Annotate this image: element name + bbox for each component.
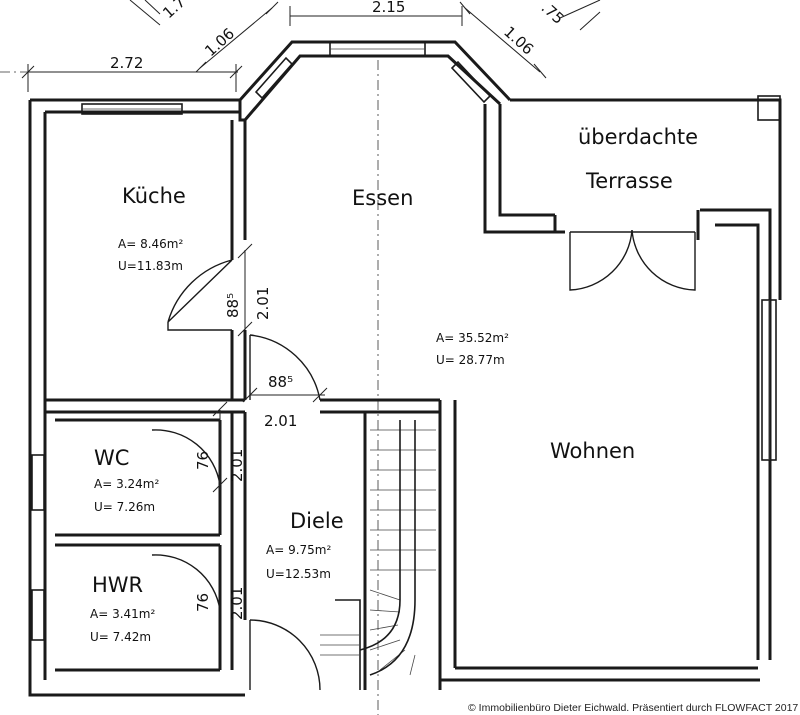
axis-lines (0, 60, 379, 715)
hwr-door-width-label: 76 (194, 593, 212, 612)
diele-door-width-label: 88⁵ (268, 373, 293, 391)
hwr-door-height-label: 2.01 (228, 587, 246, 620)
kueche-door-height-label: 2.01 (254, 287, 272, 320)
outer-walls (28, 40, 782, 697)
room-name-hwr: HWR (92, 573, 143, 597)
door-dimension-ticks (212, 243, 328, 660)
dim-bay-left-label: 1.06 (201, 24, 238, 60)
wc-door-height-label: 2.01 (228, 449, 246, 482)
room-perimeter-wc: U= 7.26m (94, 500, 155, 514)
room-area-wohnen: A= 35.52m² (436, 331, 509, 345)
room-area-diele: A= 9.75m² (266, 543, 331, 557)
room-area-hwr: A= 3.41m² (90, 607, 155, 621)
doors (151, 229, 696, 691)
room-name-essen: Essen (352, 186, 413, 210)
dim-bay-far-right-label: .75 (538, 0, 568, 28)
staircase (320, 412, 442, 690)
dimension-chain-top (21, 0, 601, 92)
dim-top-center-label: 2.15 (372, 0, 405, 16)
copyright-credit: © Immobilienbüro Dieter Eichwald. Präsen… (468, 702, 798, 714)
room-name-diele: Diele (290, 509, 344, 533)
kueche-door-width-label: 88⁵ (224, 293, 242, 318)
dim-top-left-label: 2.72 (110, 54, 143, 72)
diele-door-height-label: 2.01 (264, 412, 297, 430)
room-name-wohnen: Wohnen (550, 439, 635, 463)
room-perimeter-kueche: U=11.83m (118, 259, 183, 273)
room-name-kueche: Küche (122, 184, 186, 208)
wc-door-width-label: 76 (194, 451, 212, 470)
dim-bay-far-left-label: 1.7 (159, 0, 189, 22)
room-name-wc: WC (94, 446, 129, 470)
dim-bay-right-label: 1.06 (500, 23, 537, 59)
room-area-kueche: A= 8.46m² (118, 237, 183, 251)
room-name-terrasse-line2: Terrasse (585, 169, 673, 193)
room-perimeter-wohnen: U= 28.77m (436, 353, 505, 367)
room-name-terrasse-line1: überdachte (578, 125, 698, 149)
room-perimeter-diele: U=12.53m (266, 567, 331, 581)
room-area-wc: A= 3.24m² (94, 477, 159, 491)
room-perimeter-hwr: U= 7.42m (90, 630, 151, 644)
